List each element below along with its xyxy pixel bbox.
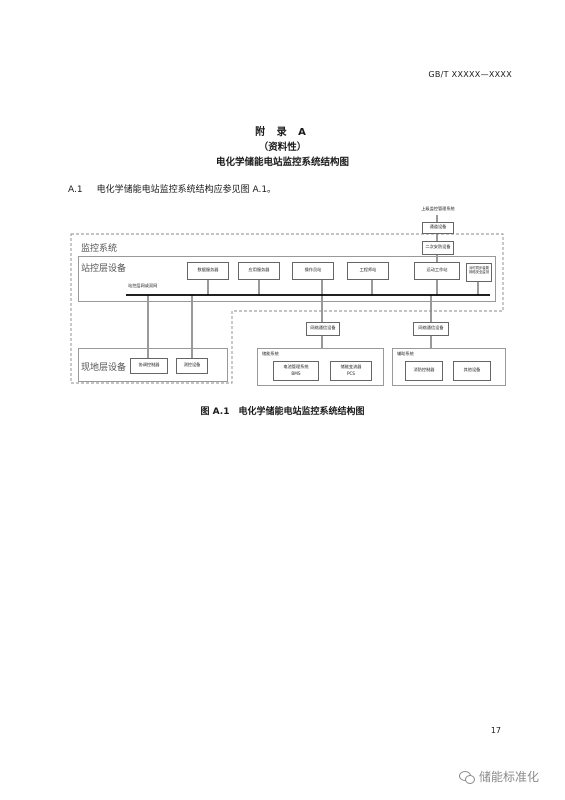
appendix-nature: （资料性） xyxy=(258,142,307,153)
fire-controller-label: 消防控制器 xyxy=(413,367,435,372)
figure-caption: 图 A.1 电化学储能电站监控系统结构图 xyxy=(200,407,365,417)
measure-control-label: 测控设备 xyxy=(183,362,201,367)
measure-control-box: 测控设备 xyxy=(176,358,208,374)
clause-a1: A.1 电化学储能电站监控系统结构应参见图 A.1。 xyxy=(68,182,276,195)
storage-system-title: 储能系统 xyxy=(262,351,279,356)
engineer-station-label: 工程师站 xyxy=(359,267,377,272)
appendix-heading: 附 录 A xyxy=(255,127,310,138)
appendix-title: 电化学储能电站监控系统结构图 xyxy=(215,157,349,168)
time-sync-label: 对时同步装置 网络安全监测 xyxy=(469,266,489,274)
upper-system-label: 上级监控管理系统 xyxy=(421,206,455,211)
coordinator-label: 协调控制器 xyxy=(138,362,160,367)
station-layer-box xyxy=(78,256,496,302)
wechat-icon xyxy=(458,770,475,784)
operator-station-box: 操作员站 xyxy=(292,262,334,280)
station-layer-title: 站控层设备 xyxy=(81,264,127,274)
channel-device-box: 通道设备 xyxy=(422,222,454,234)
comm-device-left-label: 网络通信设备 xyxy=(310,325,336,330)
pcs-sub: PCS xyxy=(346,371,356,376)
remote-station-label: 远动工作站 xyxy=(426,267,448,272)
network-label: 站控层网或双网 xyxy=(128,283,158,288)
bms-sub: BMS xyxy=(291,371,301,376)
watermark: 储能标准化 xyxy=(458,768,539,785)
operator-station-label: 操作员站 xyxy=(304,267,322,272)
app-server-label: 应用服务器 xyxy=(248,267,270,272)
bms-label: 电池管理系统 xyxy=(283,364,309,369)
bms-box: 电池管理系统 BMS xyxy=(273,361,319,381)
data-server-box: 数据服务器 xyxy=(187,262,229,280)
clause-number: A.1 xyxy=(68,185,83,195)
data-server-label: 数据服务器 xyxy=(197,267,219,272)
page-number: 17 xyxy=(490,726,501,735)
engineer-station-box: 工程师站 xyxy=(347,262,389,280)
coordinator-box: 协调控制器 xyxy=(130,358,168,374)
remote-station-box: 远动工作站 xyxy=(414,262,460,280)
channel-device-label: 通道设备 xyxy=(429,224,447,229)
document-code: GB/T XXXXX—XXXX xyxy=(428,70,512,79)
secondary-security-label: 二次安防设备 xyxy=(425,244,451,249)
monitoring-system-title: 监控系统 xyxy=(81,244,118,254)
watermark-text: 储能标准化 xyxy=(478,770,539,784)
auxiliary-system-title: 辅助系统 xyxy=(397,351,414,356)
other-devices-label: 其他设备 xyxy=(463,367,481,372)
monitoring-system-outline xyxy=(70,233,504,384)
secondary-security-box: 二次安防设备 xyxy=(422,241,454,255)
comm-device-right-label: 网络通信设备 xyxy=(418,325,444,330)
field-layer-title: 现地层设备 xyxy=(81,363,127,373)
time-sync-box: 对时同步装置 网络安全监测 xyxy=(466,263,492,282)
comm-device-left-box: 网络通信设备 xyxy=(306,322,340,336)
pcs-box: 储能变流器 PCS xyxy=(330,361,372,381)
app-server-box: 应用服务器 xyxy=(238,262,280,280)
pcs-label: 储能变流器 xyxy=(340,364,362,369)
other-devices-box: 其他设备 xyxy=(453,361,491,381)
storage-system-box: 储能系统 电池管理系统 BMS 储能变流器 PCS xyxy=(257,348,384,386)
field-layer-box xyxy=(78,348,228,382)
comm-device-right-box: 网络通信设备 xyxy=(413,322,449,336)
auxiliary-system-box: 辅助系统 消防控制器 其他设备 xyxy=(392,348,506,386)
fire-controller-box: 消防控制器 xyxy=(405,361,443,381)
clause-text: 电化学储能电站监控系统结构应参见图 A.1。 xyxy=(96,185,277,195)
